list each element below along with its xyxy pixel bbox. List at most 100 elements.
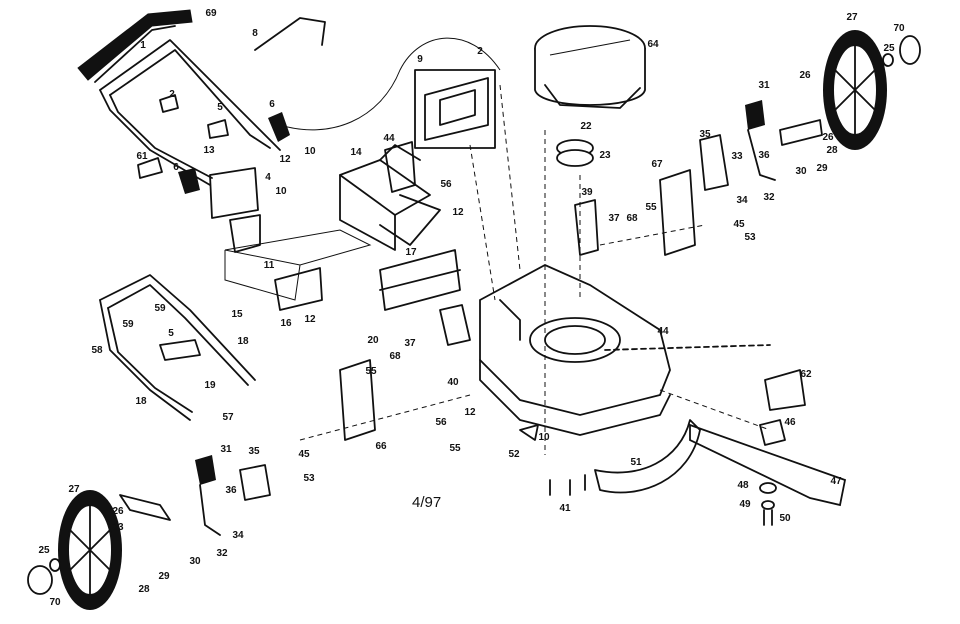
callout-68a: 68	[626, 213, 638, 224]
height-lever-left	[195, 455, 216, 485]
axle-26-left	[119, 494, 171, 521]
callout-19: 19	[204, 380, 216, 391]
callout-45a: 45	[733, 219, 745, 230]
callout-31a: 31	[758, 80, 770, 91]
callout-36b: 36	[225, 485, 237, 496]
callout-55b: 55	[365, 366, 377, 377]
rear-skirt	[274, 267, 323, 311]
callout-37a: 37	[608, 213, 620, 224]
callout-10c: 10	[538, 432, 550, 443]
handle-knob-dark-2	[178, 168, 200, 194]
callout-28a: 28	[826, 145, 838, 156]
callout-51: 51	[630, 457, 642, 468]
callout-11: 11	[263, 260, 275, 271]
callout-30b: 30	[189, 556, 201, 567]
callout-50: 50	[779, 513, 791, 524]
callout-68b: 68	[389, 351, 401, 362]
callout-69: 69	[205, 8, 217, 19]
callout-2b: 2	[169, 89, 175, 100]
callout-12d: 12	[464, 407, 476, 418]
callout-6a: 6	[269, 99, 275, 110]
callout-56b: 56	[435, 417, 447, 428]
callout-9: 9	[417, 54, 423, 65]
axle-line-right	[599, 224, 706, 246]
callout-44b: 44	[657, 326, 669, 337]
callout-34a: 34	[736, 195, 748, 206]
bracket-44	[384, 141, 416, 193]
callout-39: 39	[581, 187, 593, 198]
callout-36a: 36	[758, 150, 770, 161]
callout-10a: 10	[304, 146, 316, 157]
callout-49: 49	[739, 499, 751, 510]
cable-bracket	[254, 17, 326, 51]
lower-handle	[99, 274, 256, 421]
callout-17: 17	[405, 247, 417, 258]
callout-56a: 56	[440, 179, 452, 190]
handle-knob	[207, 119, 229, 139]
mower-deck	[479, 263, 671, 436]
callout-59b: 59	[122, 319, 134, 330]
callout-5b: 5	[168, 328, 174, 339]
callout-31b: 31	[220, 444, 232, 455]
blade-adapter-top	[764, 369, 806, 411]
callout-15: 15	[231, 309, 243, 320]
callout-40: 40	[447, 377, 459, 388]
blade	[689, 423, 847, 507]
callout-29a: 29	[816, 163, 828, 174]
hubcap-right	[899, 35, 921, 65]
callout-8: 8	[252, 28, 258, 39]
bag-frame	[209, 167, 259, 219]
deflector	[379, 194, 441, 246]
washer	[759, 482, 777, 494]
wheel-cover-left	[239, 464, 271, 501]
callout-32b: 32	[216, 548, 228, 559]
callout-6b: 6	[173, 162, 179, 173]
upper-handle	[77, 9, 281, 186]
tab-52	[519, 424, 539, 441]
callout-13: 13	[203, 145, 215, 156]
rear-door	[339, 159, 431, 216]
callout-33b: 33	[112, 522, 124, 533]
callout-48: 48	[737, 480, 749, 491]
callout-29b: 29	[158, 571, 170, 582]
callout-27b: 27	[68, 484, 80, 495]
callout-16: 16	[280, 318, 292, 329]
height-lever-right	[745, 100, 765, 130]
callout-26a: 26	[799, 70, 811, 81]
callout-25a: 25	[883, 43, 895, 54]
callout-66: 66	[375, 441, 387, 452]
callout-45b: 45	[298, 449, 310, 460]
callout-25b: 25	[38, 545, 50, 556]
axle-line-left	[299, 394, 471, 441]
callout-22: 22	[580, 121, 592, 132]
callout-35a: 35	[699, 129, 711, 140]
callout-32a: 32	[763, 192, 775, 203]
callout-57: 57	[222, 412, 234, 423]
engine	[534, 25, 646, 109]
callout-12a: 12	[279, 154, 291, 165]
hubcap-left	[27, 565, 53, 595]
blade-adapter	[759, 419, 786, 446]
control-cable	[279, 37, 501, 131]
cable-clip	[159, 94, 179, 113]
inset-box	[414, 69, 496, 149]
callout-33a: 33	[731, 151, 743, 162]
callout-18a: 18	[237, 336, 249, 347]
axle-bracket-left	[339, 359, 376, 441]
callout-61: 61	[136, 151, 148, 162]
callout-62: 62	[800, 369, 812, 380]
callout-35b: 35	[248, 446, 260, 457]
callout-55a: 55	[645, 202, 657, 213]
callout-28b: 28	[138, 584, 150, 595]
callout-26b: 26	[822, 132, 834, 143]
callout-30a: 30	[795, 166, 807, 177]
callout-46: 46	[784, 417, 796, 428]
callout-58: 58	[91, 345, 103, 356]
axle-bracket-right	[659, 169, 696, 256]
callout-20: 20	[367, 335, 379, 346]
callout-47: 47	[830, 476, 842, 487]
callout-41: 41	[559, 503, 571, 514]
callout-18b: 18	[135, 396, 147, 407]
